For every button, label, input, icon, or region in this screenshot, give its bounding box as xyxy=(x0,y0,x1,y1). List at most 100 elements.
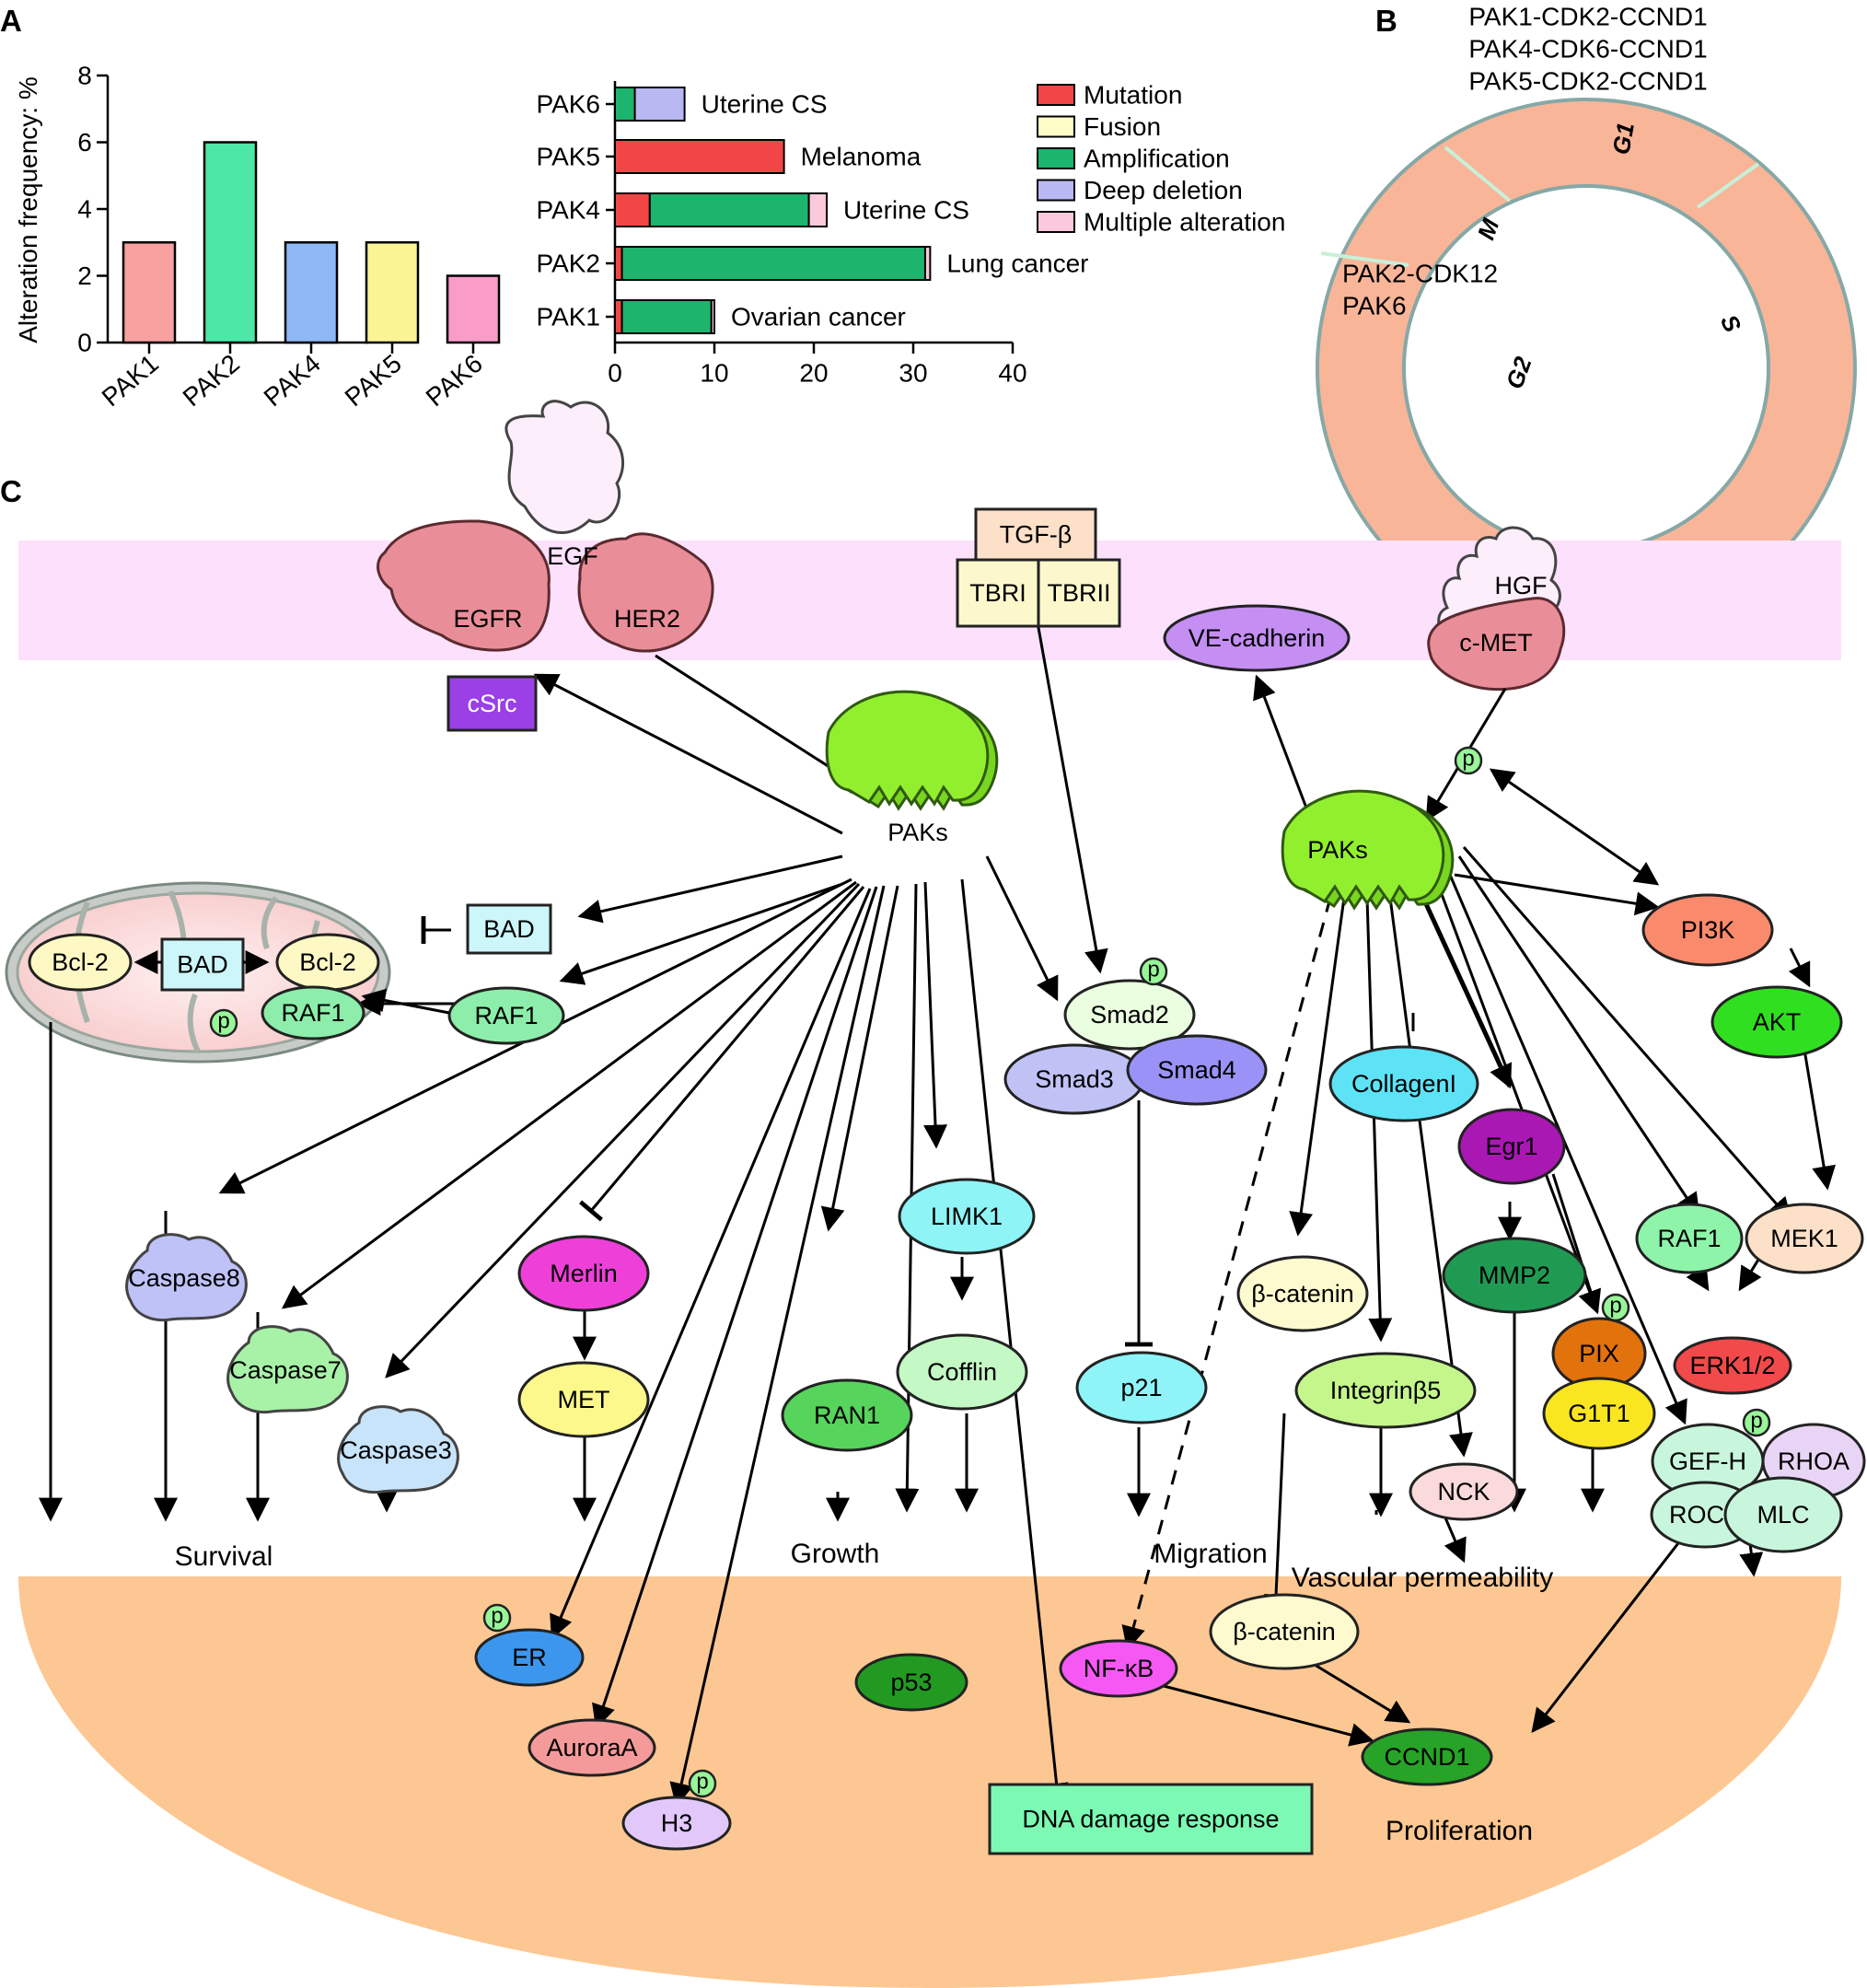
y-tick-label: 8 xyxy=(77,62,92,90)
pathway-arrow xyxy=(1457,855,1700,1218)
hgf-label: HGF xyxy=(1495,572,1548,599)
x-tick-label: PAK5 xyxy=(340,349,407,412)
g1-complex: PAK5-CDK2-CCND1 xyxy=(1468,67,1707,96)
bad-label: BAD xyxy=(483,915,535,943)
cancer-type-label: Uterine CS xyxy=(702,90,828,119)
raf1-in-label: RAF1 xyxy=(281,999,344,1027)
pathway-arrow xyxy=(1489,768,1660,886)
pathway-arrow xyxy=(559,882,843,985)
inhibition xyxy=(578,886,865,1222)
pathway-arrow xyxy=(1462,846,1792,1222)
pathway-arrow xyxy=(1551,1173,1599,1313)
bar-segment-multiple-alteration xyxy=(923,246,932,281)
pathway-arrow xyxy=(669,885,886,1808)
phospho-badge: p xyxy=(1454,747,1483,775)
mlc-label: MLC xyxy=(1757,1501,1809,1529)
er-node: ER xyxy=(474,1628,585,1687)
y-tick-label: PAK5 xyxy=(536,143,600,171)
outcome-survival: Survival xyxy=(175,1541,273,1572)
ran1-node: RAN1 xyxy=(781,1378,913,1452)
smad3-node: Smad3 xyxy=(1003,1043,1145,1115)
egf-label: EGF xyxy=(547,542,598,570)
g1t1-node: G1T1 xyxy=(1542,1377,1656,1450)
merlin-node: Merlin xyxy=(517,1235,650,1312)
phospho-label: p xyxy=(696,1770,708,1795)
gefh-label: GEF-H xyxy=(1669,1447,1746,1475)
pathway-arrow xyxy=(1454,873,1660,916)
mek1-node: MEK1 xyxy=(1745,1203,1864,1274)
x-tick-label: 40 xyxy=(998,359,1026,388)
phospho-badge: p xyxy=(688,1770,717,1798)
pathway-arrow xyxy=(361,988,450,1015)
pathway-arrow xyxy=(1788,947,1811,988)
egr1-node: Egr1 xyxy=(1457,1108,1566,1185)
dna-label: DNA damage response xyxy=(1022,1806,1279,1833)
bar-pak6 xyxy=(446,274,501,344)
pathway-arrow xyxy=(1434,878,1602,1315)
bar-segment-amplification xyxy=(648,192,810,227)
caspase8-label: Caspase8 xyxy=(128,1264,240,1292)
y-tick-label: 0 xyxy=(77,329,92,357)
cofflin-label: Cofflin xyxy=(927,1358,997,1386)
bar-pak5 xyxy=(365,241,420,344)
pathway-arrow xyxy=(533,673,843,835)
y-tick-label: PAK4 xyxy=(536,196,600,225)
phospho-label: p xyxy=(491,1604,503,1629)
merlin-label: Merlin xyxy=(550,1260,618,1287)
panel-label-b: B xyxy=(1375,4,1397,38)
legend-swatch xyxy=(1037,211,1075,233)
bcat1-label: β-catenin xyxy=(1251,1280,1354,1308)
pathway-arrow xyxy=(1415,884,1513,1089)
g2m-complex: PAK6 xyxy=(1342,292,1407,320)
caspase8-node: Caspase8 xyxy=(125,1233,248,1322)
smad2-label: Smad2 xyxy=(1090,1001,1169,1029)
bar-segment-multiple-alteration xyxy=(807,192,829,227)
legend-swatch xyxy=(1037,115,1075,138)
bcl2-left-label: Bcl-2 xyxy=(52,948,109,976)
phospho-label: p xyxy=(1609,1294,1621,1319)
her2-label: HER2 xyxy=(614,605,680,633)
pathway-arrow xyxy=(1448,874,1687,1425)
ran1-label: RAN1 xyxy=(814,1401,880,1429)
phospho-badge: p xyxy=(209,1009,238,1038)
bad-in-label: BAD xyxy=(177,951,228,979)
cofflin-node: Cofflin xyxy=(896,1333,1028,1411)
cell-cycle-ring: G1 S G2 M xyxy=(1315,98,1857,639)
cmet-receptor xyxy=(1427,597,1566,692)
tgfb-node: TGF-β xyxy=(974,507,1097,562)
raf1b-label: RAF1 xyxy=(1657,1225,1721,1252)
panel-label-a: A xyxy=(0,4,22,38)
csrc-node: cSrc xyxy=(446,675,538,732)
x-tick-label: 10 xyxy=(700,359,728,388)
pathway-arrow xyxy=(385,882,861,1378)
x-tick-label: PAK4 xyxy=(259,349,326,412)
nfkb-label: NF-κB xyxy=(1084,1655,1154,1682)
h3-label: H3 xyxy=(661,1809,693,1837)
phospho-label: p xyxy=(1462,747,1474,772)
egf-ligand xyxy=(504,400,625,534)
pathway-edges xyxy=(39,611,1836,1808)
legend-swatch xyxy=(1037,84,1075,106)
bar-segment-multiple-alteration xyxy=(710,299,716,334)
met-node: MET xyxy=(517,1361,650,1438)
smad2-node: Smad2 xyxy=(1063,979,1196,1051)
nucleus xyxy=(18,1576,1841,1988)
mek1-label: MEK1 xyxy=(1770,1225,1838,1252)
smad4-label: Smad4 xyxy=(1157,1056,1236,1084)
legend-entry: Deep deletion xyxy=(1084,176,1243,204)
bcat1-node: β-catenin xyxy=(1236,1255,1369,1332)
g2m-complex: PAK2-CDK12 xyxy=(1342,260,1498,288)
phase-divider xyxy=(1320,251,1409,267)
p21-node: p21 xyxy=(1075,1351,1208,1424)
phospho-badge: p xyxy=(1601,1294,1630,1322)
paks-right: PAKs xyxy=(1281,789,1455,911)
bcl2-right-node: Bcl-2 xyxy=(275,933,380,992)
p53-label: p53 xyxy=(890,1668,932,1696)
collagen-node: CollagenI xyxy=(1328,1045,1479,1122)
bar-segment-amplification xyxy=(620,299,713,334)
gefh-node: GEF-H xyxy=(1651,1423,1765,1500)
er-label: ER xyxy=(512,1644,547,1671)
caspase3-label: Caspase3 xyxy=(340,1436,452,1464)
